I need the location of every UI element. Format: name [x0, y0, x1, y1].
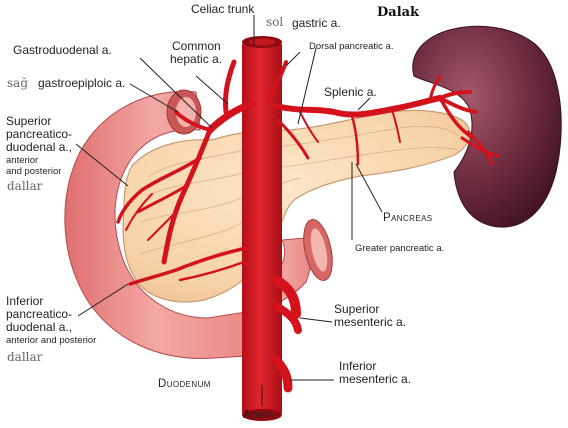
label-sag: sağ	[7, 77, 28, 90]
label-dallar-upper: dallar	[7, 180, 42, 193]
label-sup-pd-line3: duodenal a.,	[6, 141, 72, 154]
label-sup-mesenteric-line2: mesenteric a.	[334, 316, 406, 329]
label-aorta: Aorta	[243, 409, 274, 422]
label-duodenum: Duodenum	[158, 378, 211, 391]
label-celiac-trunk: Celiac trunk	[191, 3, 254, 16]
label-common-hepatic-line2: hepatic a.	[170, 53, 222, 66]
label-inf-mesenteric-line2: mesenteric a.	[339, 373, 411, 386]
label-dallar-lower: dallar	[7, 351, 42, 364]
label-sol: sol	[266, 16, 283, 29]
label-pancreas: Pancreas	[383, 212, 433, 225]
label-gastroduodenal: Gastroduodenal a.	[13, 44, 112, 57]
label-gastric: gastric a.	[292, 17, 341, 30]
label-inf-pd-line4: anterior and posterior	[6, 335, 96, 346]
label-dalak: Dalak	[377, 6, 419, 19]
label-greater-pancreatic: Greater pancreatic a.	[355, 243, 444, 254]
label-sup-pd-line4: anterior	[6, 155, 38, 166]
label-inf-pd-line3: duodenal a.,	[6, 321, 72, 334]
label-sup-pd-line5: and posterior	[6, 166, 61, 177]
label-dorsal-pancreatic: Dorsal pancreatic a.	[309, 41, 393, 52]
label-gastroepiploic: gastroepiploic a.	[38, 77, 125, 90]
label-splenic: Splenic a.	[324, 86, 377, 99]
